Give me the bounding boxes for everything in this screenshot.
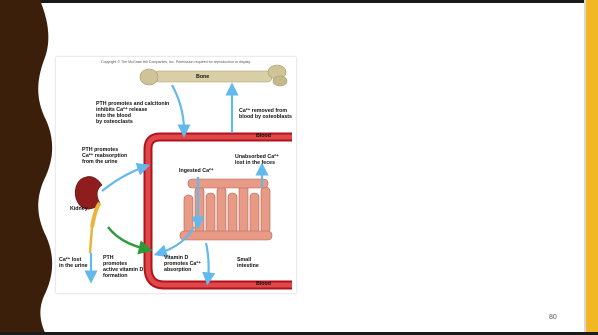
label-pth-reabsorption: PTH promotes Ca²⁺ reabsorption from the … <box>82 147 127 165</box>
page-number: 80 <box>549 314 557 321</box>
bone-illustration <box>140 65 287 86</box>
label-ca-lost-urine: Ca²⁺ lost in the urine <box>59 257 88 269</box>
label-blood-top: Blood <box>256 133 271 139</box>
label-vitamin-d-absorption: Vitamin D promotes Ca²⁺ absorption <box>164 255 201 273</box>
label-unabsorbed-ca: Unabsorbed Ca²⁺ lost in the feces <box>235 154 279 166</box>
label-blood-bottom: Blood <box>256 281 271 287</box>
label-ingested-ca: Ingested Ca²⁺ <box>179 168 214 174</box>
label-bone: Bone <box>196 74 209 80</box>
small-intestine-illustration <box>180 179 272 240</box>
kidney-illustration <box>75 176 102 253</box>
decorative-left-band <box>0 0 62 335</box>
calcium-regulation-figure: Copyright © The McGraw-Hill Companies, I… <box>56 57 296 293</box>
label-pth-vitamin-d: PTH promotes active vitamin D formation <box>103 255 143 279</box>
label-ca-removed: Ca²⁺ removed from blood by osteoblasts <box>239 108 292 120</box>
figure-copyright: Copyright © The McGraw-Hill Companies, I… <box>56 60 296 64</box>
label-small-intestine: Small intestine <box>237 257 259 269</box>
right-accent-bar <box>586 0 598 335</box>
label-pth-calcitonin: PTH promotes and calcitonin inhibits Ca²… <box>96 101 169 125</box>
vitamin-d-arrow <box>108 227 146 249</box>
slide-top-border <box>0 0 598 3</box>
label-kidney: Kidney <box>70 206 88 212</box>
